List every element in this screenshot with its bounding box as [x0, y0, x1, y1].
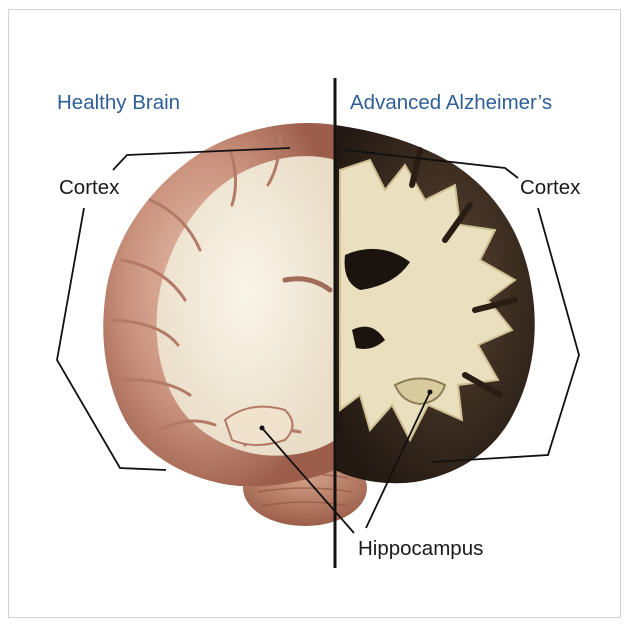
healthy-hemisphere	[103, 123, 335, 486]
hippocampus-label: Hippocampus	[358, 537, 483, 561]
cortex-label-right: Cortex	[520, 176, 580, 200]
healthy-brain-heading: Healthy Brain	[57, 91, 180, 115]
diseased-hemisphere	[335, 125, 535, 483]
alzheimers-heading: Advanced Alzheimer’s	[350, 91, 552, 115]
cortex-label-left: Cortex	[59, 176, 119, 200]
